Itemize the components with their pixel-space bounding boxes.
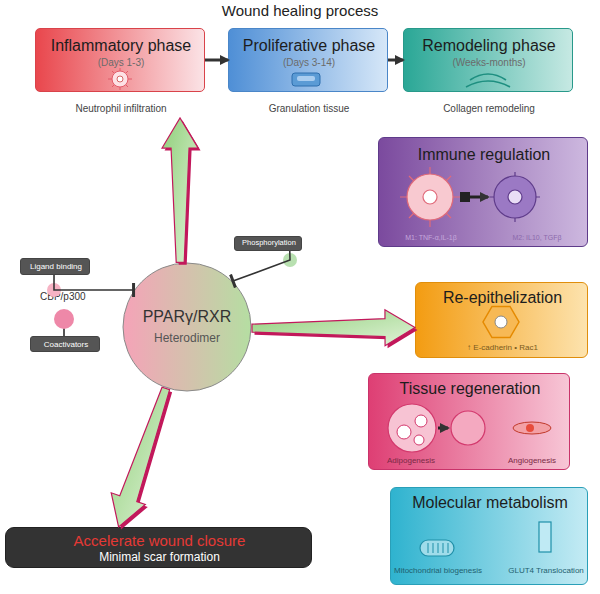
diagram-title: Wound healing process (0, 2, 600, 19)
process-box: Re-epithelization ↑ E-cadherin • Rac1 (415, 282, 588, 358)
flow-arrow (388, 60, 403, 61)
connector-line (205, 59, 228, 62)
node-text: Neutrophil infiltration (36, 103, 206, 115)
regulation-line (233, 251, 290, 281)
node-heading: Ligand binding (21, 262, 91, 271)
process-box: Phosphorylation (234, 236, 302, 251)
connector-line (233, 251, 290, 281)
process-box: Tissue regenerationAdipogenesis Angiogene… (368, 373, 570, 470)
node-heading: Inflammatory phase (36, 37, 206, 55)
node-heading: Immune regulation (379, 146, 589, 164)
node-text: Granulation tissue (229, 103, 389, 115)
node-text: Minimal scar formation (6, 551, 313, 565)
node-heading: Remodeling phase (404, 37, 574, 55)
node-text: Adipogenesis (376, 456, 446, 465)
process-box: Immune regulationM1: TNF-α,IL-1β M2: IL10… (378, 137, 588, 247)
arrow-body (252, 310, 415, 346)
process-box: Proliferative phase(Days 3-14)Granulatio… (228, 28, 388, 92)
coactivator-symbol (54, 309, 74, 329)
process-box: Ligand binding (20, 258, 90, 275)
effect-arrow (111, 387, 172, 529)
arrow-body (111, 387, 169, 527)
arrow-body (162, 118, 198, 262)
arrow-shadow (165, 121, 201, 265)
node-heading: Phosphorylation (235, 239, 303, 248)
heterodimer-circle: PPARγ/RXR Heterodimer (122, 262, 252, 392)
process-box: Inflammatory phase(Days 1-3)Neutrophil i… (35, 28, 205, 92)
phosphate-symbol (283, 253, 297, 267)
node-text: Mitochondrial biogenesis (391, 566, 485, 575)
node-heading: PPARγ/RXR (122, 308, 252, 326)
node-heading: Proliferative phase (229, 37, 389, 55)
process-box: Molecular metabolismMitochondrial biogen… (390, 487, 588, 585)
node-heading: Accelerate wound closure (6, 532, 313, 549)
regulation-line (54, 275, 134, 290)
node-text: Collagen remodeling (404, 103, 574, 115)
node-text: Angiogenesis (497, 456, 567, 465)
circle-shape (123, 263, 251, 391)
node-text: (Weeks-months) (404, 57, 574, 69)
circle-outline (122, 262, 252, 392)
node-text: ↑ E-cadherin • Rac1 (416, 343, 589, 352)
node-text: (Days 1-3) (36, 57, 206, 69)
node-text: GLUT4 Translocation (496, 566, 596, 575)
node-heading: Tissue regeneration (369, 380, 571, 398)
effect-arrow (252, 310, 418, 349)
node-text: (Days 3-14) (229, 57, 389, 69)
node-heading: Coactivators (31, 340, 101, 349)
process-box: Coactivators (30, 336, 100, 352)
connector-line (54, 275, 134, 290)
node-text: M2: IL10, TGFβ (487, 234, 587, 242)
note-label: CBP/p300 (40, 291, 100, 302)
node-text: M1: TNF-α,IL-1β (381, 234, 481, 242)
flow-arrow (205, 60, 228, 61)
effect-arrow (162, 118, 201, 265)
arrow-shadow (114, 390, 172, 530)
connector-line (388, 59, 403, 62)
coactivator-stem (63, 328, 65, 336)
arrow-shadow (254, 312, 417, 348)
process-box: Remodeling phase(Weeks-months)Collagen r… (403, 28, 573, 92)
node-heading: Re-epithelization (416, 289, 589, 307)
node-text: Heterodimer (122, 332, 252, 346)
node-heading: Molecular metabolism (391, 494, 589, 512)
process-box: Accelerate wound closureMinimal scar for… (5, 527, 312, 568)
